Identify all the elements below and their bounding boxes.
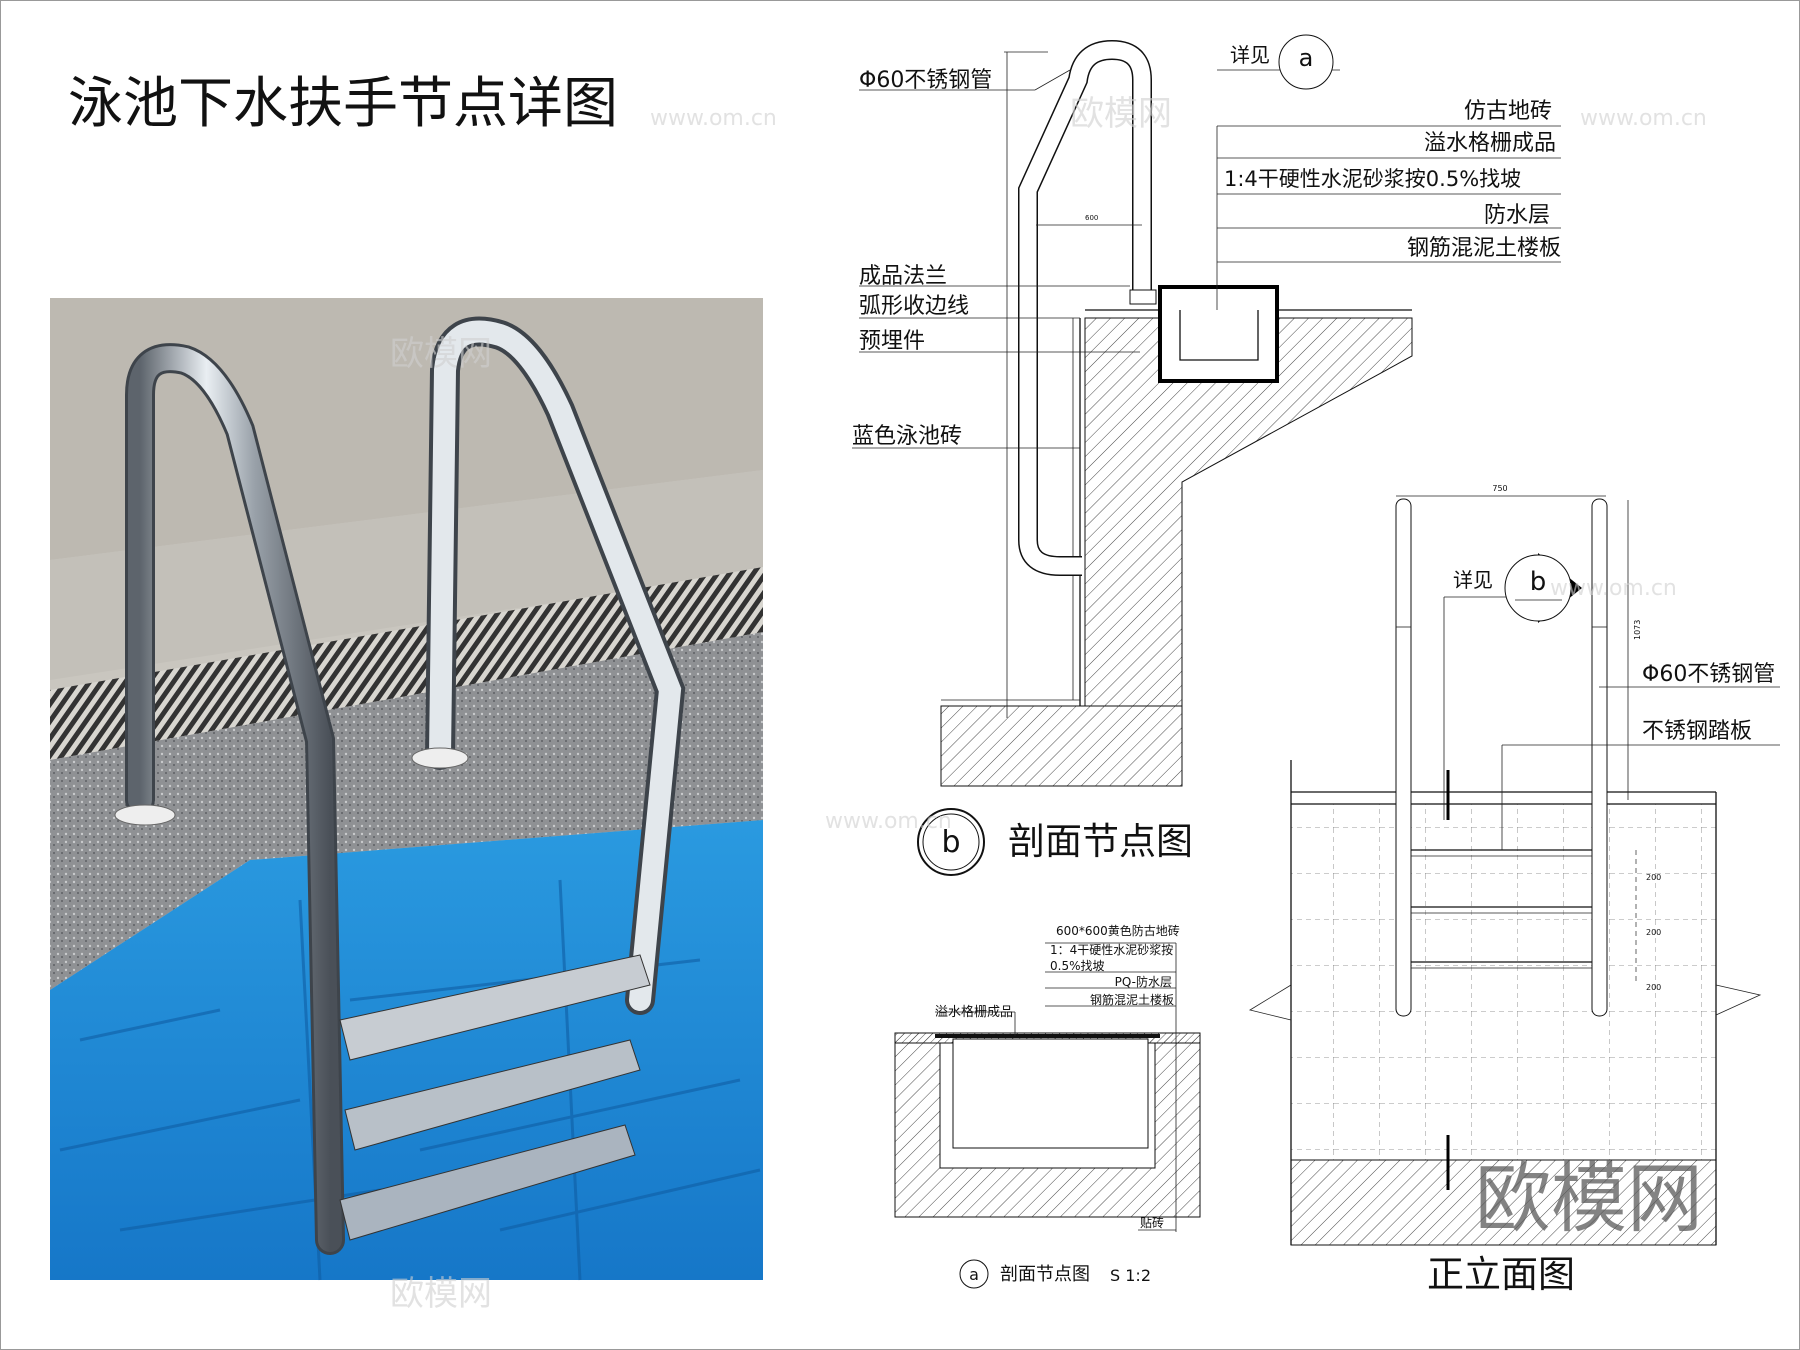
svg-text:a: a (969, 1265, 979, 1284)
elevation-drawing (1248, 495, 1780, 1246)
svg-text:仿古地砖: 仿古地砖 (1464, 99, 1552, 124)
svg-text:1073: 1073 (1633, 620, 1642, 640)
svg-text:www.om.cn: www.om.cn (1550, 576, 1677, 601)
svg-text:防水层: 防水层 (1484, 203, 1550, 228)
svg-text:b: b (1530, 567, 1547, 597)
watermark-logo: 欧模网 (1475, 1154, 1703, 1243)
svg-text:欧模网: 欧模网 (390, 1274, 492, 1314)
label-pipe: Φ60不锈钢管 (859, 68, 992, 93)
section-b-drawing: 600 (852, 39, 1561, 787)
detail-ref-a-icon (1278, 34, 1334, 90)
label-see: 详见 (1230, 43, 1270, 67)
svg-text:贴砖: 贴砖 (1140, 1215, 1164, 1230)
svg-text:www.om.cn: www.om.cn (825, 809, 952, 834)
svg-text:a: a (1299, 44, 1314, 72)
svg-text:详见: 详见 (1453, 568, 1493, 592)
label-embedded-part: 预埋件 (859, 329, 925, 354)
svg-text:Φ60不锈钢管: Φ60不锈钢管 (1642, 662, 1775, 687)
svg-text:200: 200 (1646, 873, 1661, 882)
svg-text:1:4干硬性水泥砂浆按0.5%找坡: 1:4干硬性水泥砂浆按0.5%找坡 (1224, 167, 1521, 191)
label-pool-tile: 蓝色泳池砖 (852, 424, 962, 449)
svg-text:b: b (941, 825, 960, 860)
label-flange: 成品法兰 (859, 264, 947, 289)
svg-text:200: 200 (1646, 928, 1661, 937)
section-a-drawing (894, 942, 1201, 1232)
svg-text:溢水格栅成品: 溢水格栅成品 (935, 1004, 1013, 1020)
svg-text:欧模网: 欧模网 (1070, 94, 1172, 134)
section-b-caption: 剖面节点图 (1008, 820, 1193, 863)
section-a-scale: S 1:2 (1110, 1266, 1151, 1285)
elevation-caption: 正立面图 (1427, 1253, 1575, 1296)
detail-ref-b-icon (1504, 554, 1572, 622)
svg-text:溢水格栅成品: 溢水格栅成品 (1424, 131, 1556, 156)
page-title: 泳池下水扶手节点详图 (68, 71, 618, 135)
svg-text:www.om.cn: www.om.cn (650, 106, 777, 131)
svg-text:www.om.cn: www.om.cn (1580, 106, 1707, 131)
caption-ref-b-icon (917, 808, 985, 876)
svg-text:1：4干硬性水泥砂浆按: 1：4干硬性水泥砂浆按 (1050, 942, 1173, 957)
svg-text:不锈钢踏板: 不锈钢踏板 (1642, 719, 1752, 744)
caption-ref-a-icon (959, 1259, 989, 1289)
svg-text:钢筋混泥土楼板: 钢筋混泥土楼板 (1090, 992, 1174, 1007)
ladder-photo (50, 298, 763, 1281)
svg-text:200: 200 (1646, 983, 1661, 992)
svg-text:750: 750 (1492, 484, 1507, 493)
section-a-caption: 剖面节点图 (1000, 1264, 1090, 1285)
svg-text:PQ-防水层: PQ-防水层 (1115, 974, 1172, 989)
svg-text:600: 600 (1085, 214, 1098, 222)
detail-a-marker-box (1158, 285, 1279, 383)
svg-text:欧模网: 欧模网 (390, 334, 492, 374)
svg-text:0.5%找坡: 0.5%找坡 (1050, 959, 1105, 973)
label-edge-line: 弧形收边线 (859, 294, 969, 319)
svg-text:600*600黄色防古地砖: 600*600黄色防古地砖 (1056, 923, 1180, 938)
svg-text:钢筋混泥土楼板: 钢筋混泥土楼板 (1407, 236, 1561, 261)
